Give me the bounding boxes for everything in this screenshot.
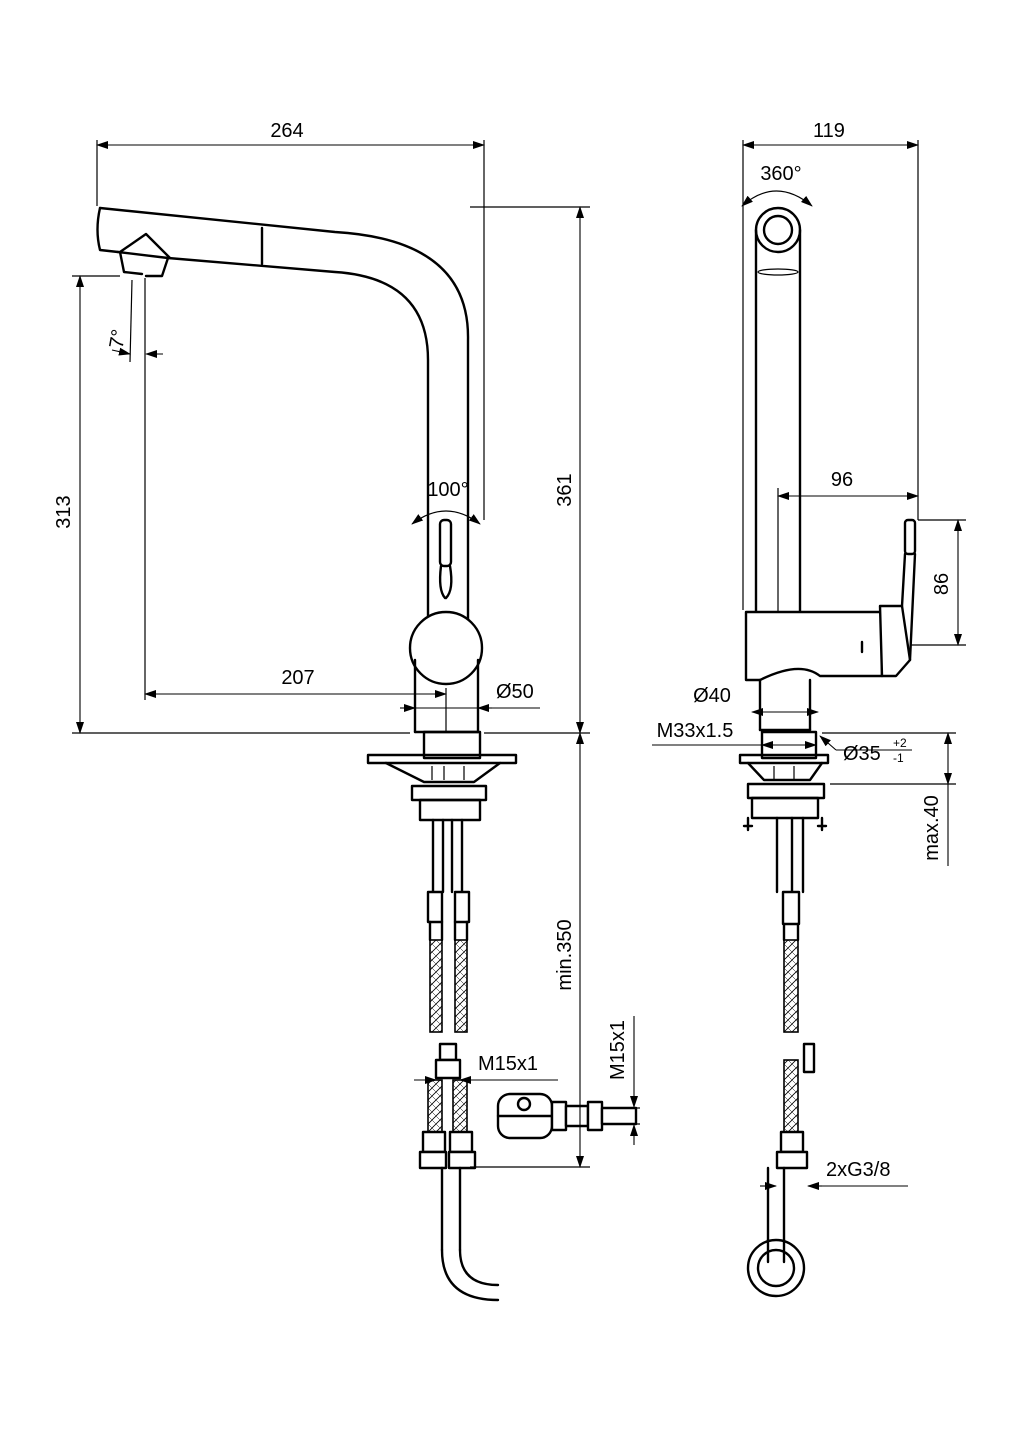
dim-swivel-angle: 360° <box>760 163 801 185</box>
front-view: 264 361 313 7° 100° 207 Ø50 <box>53 120 640 1302</box>
dim-total-width: 264 <box>270 120 303 142</box>
pullout-connector <box>496 1092 638 1140</box>
spout <box>96 206 470 632</box>
dim-base-diameter: Ø50 <box>496 681 534 703</box>
mounting-base <box>366 730 518 822</box>
side-dimensions: 119 360° 96 86 Ø40 M33x1.5 Ø35 +2 -1 <box>652 120 966 1190</box>
dim-pullout-thread: M15x1 <box>607 1020 629 1080</box>
dim-body-diameter: Ø40 <box>693 685 731 707</box>
supply-hoses <box>418 818 500 1302</box>
dim-spray-angle: 7° <box>106 328 131 351</box>
side-hoses <box>746 816 816 1298</box>
dim-hole-tol-upper: +2 <box>893 736 907 750</box>
side-spout <box>754 206 802 614</box>
dim-max-thickness: max.40 <box>921 795 943 861</box>
dim-total-height: 361 <box>554 473 576 506</box>
front-dimensions: 264 361 313 7° 100° 207 Ø50 <box>53 120 640 1168</box>
dim-hole-tol-lower: -1 <box>893 751 904 765</box>
dim-hose-thread: M15x1 <box>478 1053 538 1075</box>
dim-lever-angle: 100° <box>427 479 468 501</box>
dim-connection: 2xG3/8 <box>826 1159 890 1181</box>
dim-hose-length: min.350 <box>554 919 576 990</box>
side-mount <box>738 730 830 832</box>
dim-depth: 119 <box>813 120 845 142</box>
lever-body <box>408 518 484 734</box>
dim-lever-height: 86 <box>931 573 953 595</box>
dim-outlet-height: 313 <box>53 495 75 528</box>
dim-shank-thread: M33x1.5 <box>657 720 734 742</box>
side-body <box>744 518 917 732</box>
side-view: 119 360° 96 86 Ø40 M33x1.5 Ø35 +2 -1 <box>652 120 966 1298</box>
dim-reach: 207 <box>281 667 314 689</box>
dim-lever-offset: 96 <box>831 469 853 491</box>
dim-hole-diameter: Ø35 <box>843 743 881 765</box>
